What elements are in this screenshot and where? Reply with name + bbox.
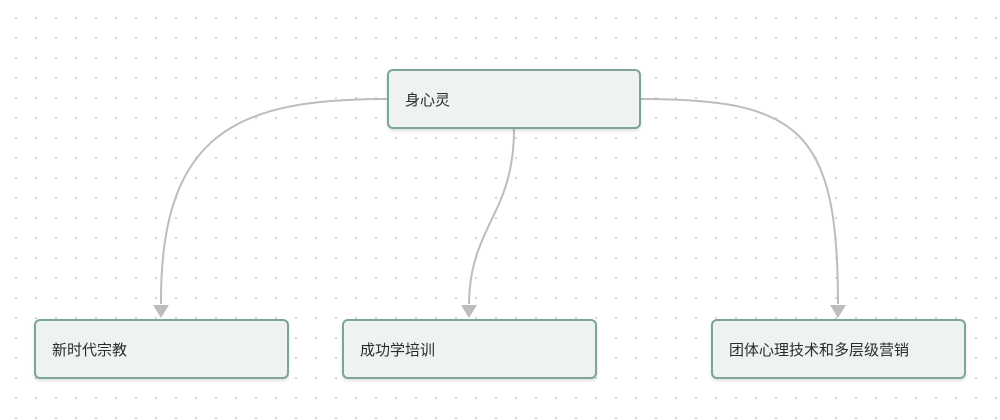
arrowhead-child-2 (461, 305, 477, 318)
child-node-group-psychology-mlm[interactable]: 团体心理技术和多层级营销 (711, 319, 966, 379)
edge-root-to-child-2 (468, 128, 515, 305)
edge-root-to-child-3 (640, 98, 839, 305)
root-node[interactable]: 身心灵 (387, 69, 641, 129)
edge-root-to-child-1 (159, 98, 388, 305)
child-node-label: 团体心理技术和多层级营销 (729, 340, 910, 359)
arrowhead-child-3 (830, 305, 846, 318)
arrowhead-child-1 (153, 305, 169, 318)
child-node-label: 新时代宗教 (52, 340, 128, 359)
child-node-new-age-religion[interactable]: 新时代宗教 (34, 319, 289, 379)
child-node-success-training[interactable]: 成功学培训 (342, 319, 597, 379)
root-node-label: 身心灵 (405, 90, 451, 109)
child-node-label: 成功学培训 (360, 340, 436, 359)
